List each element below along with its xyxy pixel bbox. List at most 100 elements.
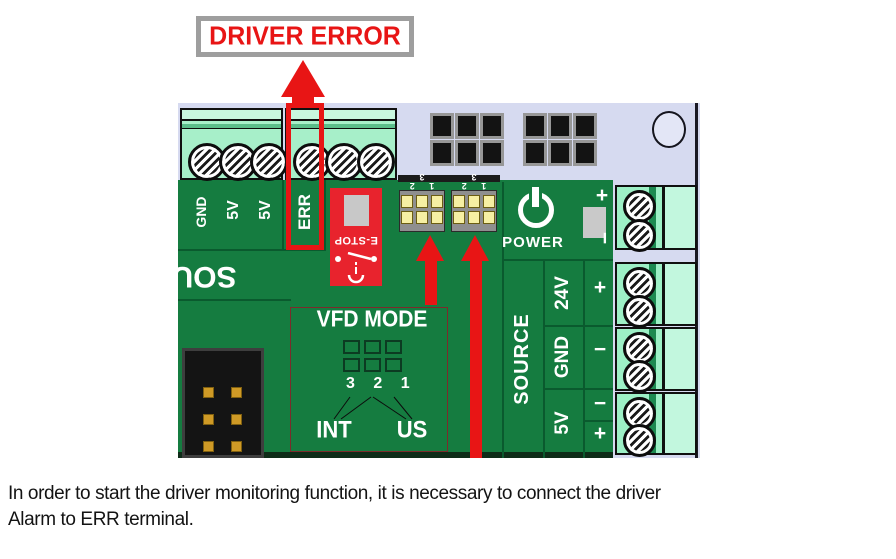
jumper-arrow-2-icon [461,235,489,261]
diagram-square [343,340,360,354]
sign-24v-plus: + [593,276,607,299]
right-terminal-block-4 [615,392,697,457]
jumper-pin [453,195,465,208]
diagram-square [364,358,381,372]
pin-header-group-2 [523,113,597,166]
jumper-pin [431,211,443,224]
connector-pin [203,414,214,425]
screw-terminal-icon [623,360,656,393]
source-row-gnd: GND [552,335,573,379]
diagram-square [364,340,381,354]
divider [502,259,613,261]
vfd-mode-box [290,307,448,452]
source-cropped-label: SOU [178,260,237,293]
right-terminal-block-1 [615,185,697,252]
divider [178,249,326,251]
jumper-arrow-1-body [425,259,437,305]
pin-header-cell [455,140,479,166]
sign-5v-plus: + [593,422,607,445]
jumper-pin [416,195,428,208]
source-row-5v: 5V [552,411,573,435]
right-terminal-block-3 [615,327,697,393]
jumper-pin [416,211,428,224]
connector-pin [203,441,214,452]
vfd-jumper-diagram [343,340,402,372]
screw-terminal-icon [623,424,656,457]
screw-terminal-icon [623,190,656,223]
divider [324,180,326,250]
terminal-block-err [285,108,397,181]
diagram-square [385,340,402,354]
source-row-24v: 24V [552,276,573,310]
sign-gnd-minus: − [593,338,607,361]
caption-line-2: Alarm to ERR terminal. [8,509,194,530]
divider [282,180,284,250]
connector-pin [231,441,242,452]
pin-header-group-1 [430,113,504,166]
pin-header-cell [548,140,572,166]
err-highlight-box [286,103,324,250]
jumper-pin [431,195,443,208]
terminal-label-5v-2: 5V [257,200,274,220]
jumper-pin [453,211,465,224]
callout-arrow-up-icon [281,60,325,97]
pcb-photo: GND 5V 5V ERR SOU E-STOP 1 2 3 1 2 3 [178,103,700,458]
vfd-mode-title: VFD MODE [316,306,428,333]
estop-switch-icon [335,252,377,284]
caption: In order to start the driver monitoring … [8,481,890,533]
terminal-label-gnd: GND [193,196,209,228]
jumper-pin [468,211,480,224]
driver-error-label: DRIVER ERROR [209,21,401,51]
power-label: POWER [502,234,564,251]
screw-terminal-icon [623,219,656,252]
jumper-pin [401,211,413,224]
pin-header-cell [430,140,454,166]
idc-connector [182,348,264,458]
vfd-positions-label: 3 2 1 [346,375,417,392]
terminal-clamp [287,110,395,121]
power-minus-sign: − [593,231,616,245]
diagram-square [343,358,360,372]
callout-arrow-body [292,93,314,105]
screw-terminal-icon [250,143,288,181]
pin-header-cell [573,113,597,139]
terminal-slot [182,124,281,129]
source-label: SOURCE [511,313,533,405]
pin-header-cell [480,140,504,166]
divider [178,299,291,301]
power-plus-sign: + [595,184,609,207]
screw-terminal-icon [623,332,656,365]
jumper-pin [483,195,495,208]
power-led-component [583,207,606,238]
connector-pin [203,387,214,398]
estop-module: E-STOP [330,188,382,286]
terminal-label-5v-1: 5V [225,200,242,220]
terminal-block-left [180,108,288,181]
terminal-label-err: ERR [295,194,314,230]
diagram-square [385,358,402,372]
jumper-base-strip [398,175,500,182]
estop-component [344,195,369,226]
pin-header-cell [480,113,504,139]
divider [543,259,545,458]
pin-header-cell [573,140,597,166]
power-icon [515,187,557,229]
board-bottom-edge [178,452,613,458]
vfd-option-int: INT [316,415,352,444]
jumper-pin [483,211,495,224]
jumper-block-2 [451,190,497,232]
connector-pin [231,414,242,425]
right-terminal-block-2 [615,262,697,328]
divider [583,420,613,422]
pin-header-cell [523,113,547,139]
estop-label: E-STOP [334,234,378,246]
jumper-block-1 [399,190,445,232]
jumper-pin [468,195,480,208]
connector-pin [231,387,242,398]
sign-5v-minus: − [593,392,607,415]
jumper-arrow-2-body [470,259,482,458]
divider [583,259,585,458]
pin-header-cell [430,113,454,139]
mounting-hole [652,111,686,148]
